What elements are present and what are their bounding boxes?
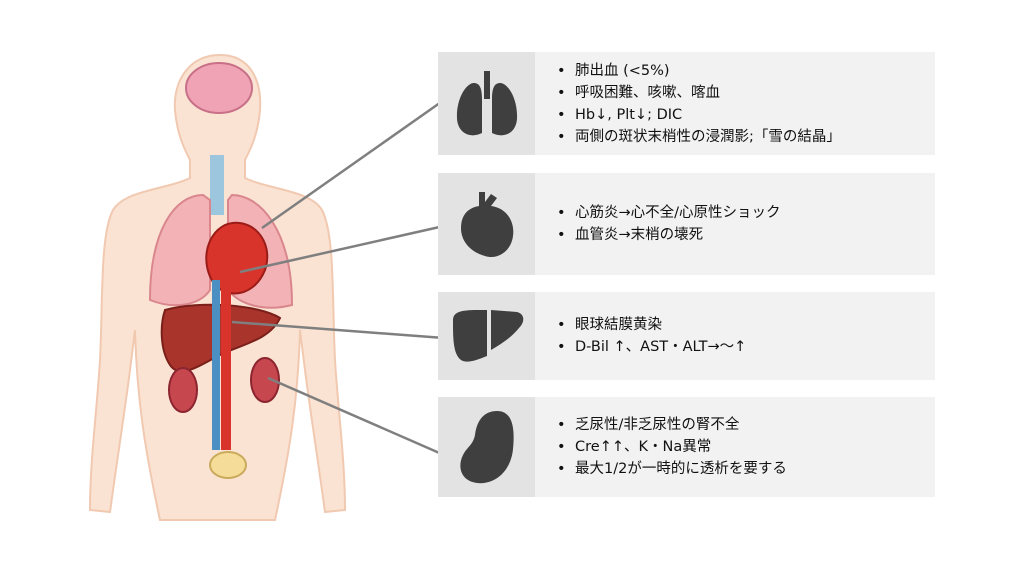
heart-item: 血管炎→末梢の壊死 [557, 224, 781, 246]
bladder [209, 451, 247, 479]
heart [205, 221, 269, 295]
connector-lines [231, 98, 445, 457]
kidney-item: 乏尿性/非乏尿性の腎不全 [557, 414, 787, 436]
panel-heart: 心筋炎→心不全/心原性ショック 血管炎→末梢の壊死 [438, 173, 935, 275]
liver-icon [438, 292, 535, 380]
kidney-icon [438, 397, 535, 497]
lungs-item: 肺出血 (<5%) [557, 60, 841, 82]
kidney-item: 最大1/2が一時的に透析を要する [557, 458, 787, 480]
heart-item: 心筋炎→心不全/心原性ショック [557, 202, 781, 224]
line-lungs [261, 98, 445, 230]
liver-item: 眼球結膜黄染 [557, 314, 746, 336]
lungs-item: Hb↓, Plt↓; DIC [557, 104, 841, 126]
aorta [221, 280, 231, 450]
liver-item: D-Bil ↑、AST・ALT→～↑ [557, 336, 746, 358]
lungs-item: 両側の斑状末梢性の浸潤影;「雪の結晶」 [557, 126, 841, 148]
lungs-item: 呼吸困難、咳嗽、喀血 [557, 82, 841, 104]
trachea [210, 155, 224, 215]
heart-icon [438, 173, 535, 275]
kidney-right [250, 357, 280, 403]
vena-cava [212, 280, 220, 450]
panel-liver: 眼球結膜黄染 D-Bil ↑、AST・ALT→～↑ [438, 292, 935, 380]
line-kidney [267, 376, 445, 457]
line-liver [231, 320, 445, 340]
panel-lungs: 肺出血 (<5%) 呼吸困難、咳嗽、喀血 Hb↓, Plt↓; DIC 両側の斑… [438, 52, 935, 155]
lung-left [148, 193, 211, 307]
kidney-left [168, 367, 198, 413]
kidney-item: Cre↑↑、K・Na異常 [557, 436, 787, 458]
brain [185, 62, 253, 114]
lungs-icon [438, 52, 535, 155]
line-heart [239, 224, 445, 274]
panel-kidney: 乏尿性/非乏尿性の腎不全 Cre↑↑、K・Na異常 最大1/2が一時的に透析を要… [438, 397, 935, 497]
